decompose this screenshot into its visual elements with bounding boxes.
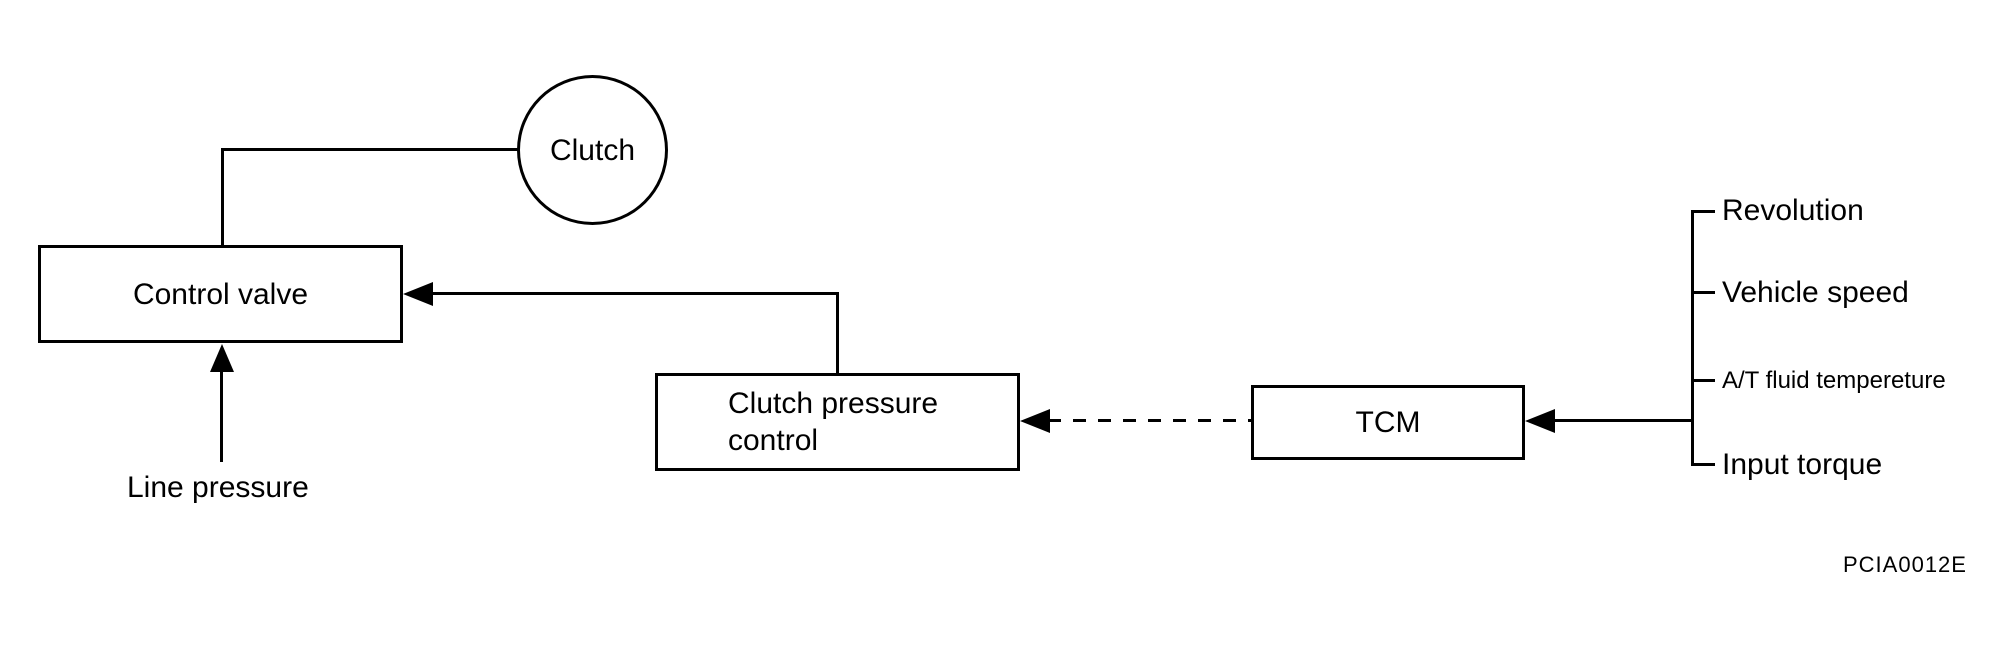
input-label-vehicle-speed: Vehicle speed: [1722, 276, 1909, 309]
arrowhead-line-pressure: [210, 344, 234, 372]
input-label-input-torque: Input torque: [1722, 448, 1883, 481]
arrow-cpc-to-control-valve-horizontal: [430, 292, 839, 295]
arrowhead-into-tcm: [1525, 409, 1555, 433]
arrowhead-into-cpc: [1020, 409, 1050, 433]
arrow-cpc-to-control-valve-vertical: [836, 292, 839, 375]
arrow-inputs-to-tcm: [1553, 419, 1693, 422]
dashed-arrow-tcm-to-cpc: [1048, 419, 1251, 422]
input-tick-at-fluid-temperature: [1691, 379, 1715, 382]
clutch-pressure-control-node: Clutch pressure control: [655, 373, 1020, 471]
input-tick-vehicle-speed: [1691, 291, 1715, 294]
clutch-pressure-control-label: Clutch pressure control: [728, 385, 938, 459]
tcm-node: TCM: [1251, 385, 1525, 460]
input-tick-input-torque: [1691, 463, 1715, 466]
control-valve-label: Control valve: [132, 277, 309, 311]
input-label-revolution: Revolution: [1722, 194, 1864, 227]
input-tick-revolution: [1691, 210, 1715, 213]
tcm-label: TCM: [1355, 406, 1421, 439]
figure-code: PCIA0012E: [1843, 552, 1967, 577]
clutch-pressure-control-line1: Clutch pressure: [728, 387, 939, 420]
line-pressure-label: Line pressure: [127, 471, 309, 504]
arrow-line-pressure-shaft: [220, 368, 223, 462]
clutch-node-label: Clutch: [549, 133, 636, 167]
connector-control-valve-to-clutch-vertical: [221, 150, 224, 247]
input-bus-line: [1691, 210, 1694, 466]
arrowhead-into-control-valve: [403, 282, 433, 306]
input-label-at-fluid-temperature: A/T fluid tempereture: [1722, 367, 1946, 394]
clutch-node: Clutch: [517, 75, 668, 225]
connector-control-valve-to-clutch-horizontal: [221, 148, 519, 151]
clutch-pressure-control-line2: control: [728, 424, 819, 457]
control-valve-node: Control valve: [38, 245, 403, 343]
